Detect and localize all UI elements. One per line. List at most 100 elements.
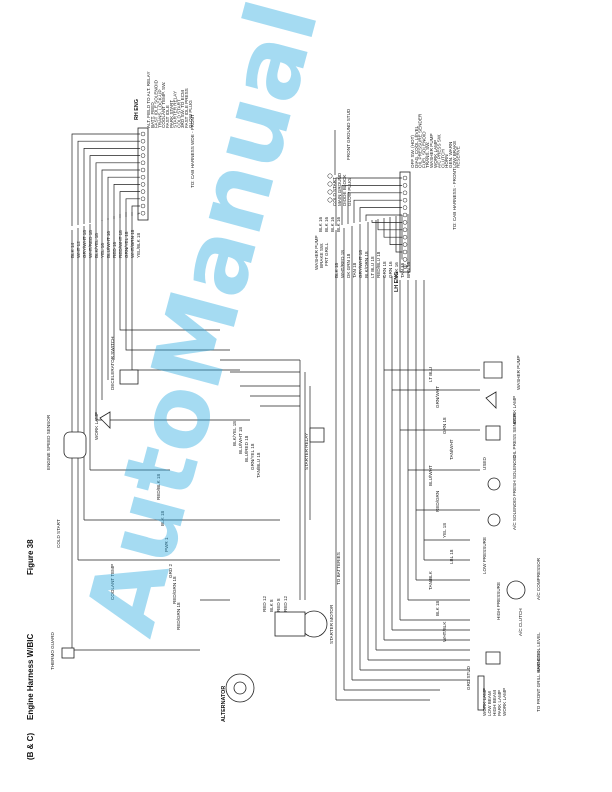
- lh-pin-wire: BLK/ORN 18: [364, 251, 369, 278]
- starter-feeds: [160, 419, 280, 601]
- rh-pin-wire-path: [71, 133, 140, 226]
- lh-pin-wire-group: DK GRN 18: [346, 253, 351, 278]
- front-grill-legend-item: PARK LAMP: [497, 690, 502, 716]
- lh-pin-circuit: DIAG. COOL LEVEL: [414, 125, 419, 168]
- rh-pin: [140, 138, 146, 144]
- ground-circuit: DIODE BLOCK: [342, 174, 347, 206]
- lh-work-lamp-label: WORK LAMP: [512, 396, 517, 424]
- starter-wire-label: RED 8: [276, 598, 281, 612]
- lh-harness-note: TO: CAB HARNESS - FRONT: [452, 168, 457, 230]
- rh-pin: [140, 131, 146, 137]
- front-grill-legend-item-group: WORK LAMP: [482, 688, 487, 716]
- starter-wire-label-group: BLK 8: [269, 599, 274, 612]
- decelerator-switch: DECELERATOR SWITCH: [110, 337, 139, 390]
- alt-left-wire-label-group: BLK 18: [160, 510, 165, 526]
- rh-pin-wire-path: [113, 184, 140, 219]
- lh-pin-circuit-group: A/C PRESS SW.: [437, 134, 442, 168]
- oil-press-sender: OIL PRESS SENDER: [485, 413, 517, 458]
- ac-compressor-label: A/C COMPRESSOR: [536, 557, 541, 600]
- lh-pin-wire-group: WHT/RED 18: [340, 250, 345, 278]
- low-pressure: LOW PRESSURE: [482, 537, 487, 574]
- engine-speed-sensor-label: ENGINE SPEED SENSOR: [46, 414, 51, 470]
- front-grill-harness-label: TO FRONT GRILL HARNESS: [536, 651, 541, 712]
- rh-pin-circuit: FAST IDLE PRESS: [184, 88, 189, 128]
- rh-pin: [140, 182, 146, 187]
- starter-wire-label-group: RED 12: [262, 595, 267, 612]
- rh-pin-wire-path: [107, 176, 140, 220]
- lh-pin: [402, 227, 408, 233]
- rh-pin: [140, 167, 146, 173]
- figure-number: Figure 38: [26, 539, 35, 575]
- rh-pin-circuit: ALT. FIELD TO ALT. RELAY: [146, 71, 151, 128]
- front-grill-legend-item: WORK LAMP: [502, 688, 507, 716]
- rh-pin-wire-path: [119, 191, 140, 218]
- rh-pin-wire-path: [89, 155, 140, 223]
- lh-pin: [402, 175, 408, 181]
- rh-mid-wire-label-group: TAN/BLU 18: [256, 452, 261, 478]
- ac-clutch: A/C CLUTCH: [518, 608, 523, 636]
- rh-pin-wire-path: [77, 140, 140, 225]
- thermo-guard: THERMO GUARD: [50, 632, 75, 670]
- alt-left-wire-label: BLK 18: [160, 510, 165, 526]
- rh-harness-note: TO: CAB HARNESS WDE - FRONT: [190, 114, 195, 188]
- rh-pin-circuit: BATT. FEED: [150, 102, 155, 128]
- rh-pin-wire-group: WHT/GRN 18: [130, 229, 135, 258]
- lh-components: WASHER PUMP WORK LAMP OIL PRESS SENDER U…: [466, 355, 541, 716]
- grd-stud: GRD STUD: [466, 665, 471, 690]
- ground-pin: [327, 173, 333, 179]
- lh-pin-circuit-group: WASHER PUMP: [429, 133, 434, 168]
- rh-pin-wire: BLU/WHT 16: [106, 231, 111, 258]
- starter-wire-label-group: RED 8: [276, 598, 281, 612]
- alt-left-wire-label-group: RED/GRN 18: [176, 602, 181, 630]
- lh-bundle-bottom: [336, 649, 470, 701]
- eng-cool-level: ENG COOL LEVEL: [485, 632, 541, 672]
- rh-pin-circuit-group: BATT. FEED: [150, 102, 155, 128]
- rh-pin-circuit: COOLANT TEMP. SW.: [161, 82, 166, 128]
- rh-pin-wire-group: WHT/RED 18: [88, 230, 93, 258]
- rh-pin-wire-group: YEL 16: [100, 243, 105, 258]
- lh-pin: [402, 220, 408, 225]
- ground-pin: [327, 189, 333, 195]
- rh-mid-wire-label: TAN/BLU 18: [256, 452, 261, 478]
- rh-pin-circuit-group: COOLANT TEMP. SW.: [161, 82, 166, 128]
- lh-right-wire-label-group: TAN/BLK: [428, 570, 433, 590]
- lh-pin-circuit-group: OIL PRESSURE SENDER: [418, 113, 423, 168]
- ac-solenoid: A/C SOLENOID: [487, 497, 517, 530]
- rh-pin-wire-group: GRN/YEL 18: [124, 231, 129, 258]
- rh-pin-circuit: 3RD SW. TO ECM: [180, 90, 185, 128]
- alt-left-wire-label-group: RED/GRN 18: [172, 576, 177, 604]
- lh-pin-wire-group: RED/BLU 18: [376, 251, 381, 278]
- rh-pin-wire: RED/WHT 18: [118, 230, 123, 258]
- alternator: ALTERNATOR: [221, 673, 255, 722]
- lh-right-wire-label: BLK 18: [435, 600, 440, 616]
- rh-pin-circuit: PARK START: [169, 100, 174, 128]
- rh-bundle-drop: [72, 419, 200, 651]
- alt-left-wire-label-group: RED/BLK 18: [156, 474, 161, 500]
- ground-circuit: COLD START: [332, 177, 337, 206]
- eng-cool-level-label: ENG COOL LEVEL: [536, 632, 541, 672]
- rh-pin-circuit-group: PARK START: [169, 100, 174, 128]
- lh-pin-circuit-group: LOW BRAKE: [452, 141, 457, 168]
- high-pressure-label: HIGH PRESSURE: [496, 582, 501, 620]
- lh-right-wire-label: RED/GRN: [435, 491, 440, 512]
- front-grill-legend-item: LOW BEAM: [487, 691, 492, 716]
- lh-pin-wire: TAN 16: [400, 262, 405, 278]
- ground-stud-circuit-group: WASHER PUMP: [314, 235, 319, 270]
- lh-pin-wire: GRN 16: [388, 261, 393, 278]
- lh-pin: [402, 234, 408, 240]
- lh-right-wire-label: GRN 18: [442, 417, 447, 434]
- starter-relay: STARTER RELAY: [304, 427, 325, 470]
- front-grill-legend-item-group: PARK LAMP: [497, 690, 502, 716]
- lh-bundle-components: [384, 369, 480, 541]
- lh-pin-circuit-group: RESERVE: [456, 146, 461, 168]
- rh-work-lamp-label: WORK LAMP: [94, 412, 99, 440]
- ground-stud-circuit-group: BRAKE SW.: [319, 243, 324, 268]
- rh-pin: [140, 174, 146, 180]
- lh-pin: [402, 205, 408, 210]
- rh-pin: [140, 210, 146, 216]
- thermo-guard-label: THERMO GUARD: [50, 632, 55, 670]
- lh-pin-circuit: RESERVE: [456, 146, 461, 168]
